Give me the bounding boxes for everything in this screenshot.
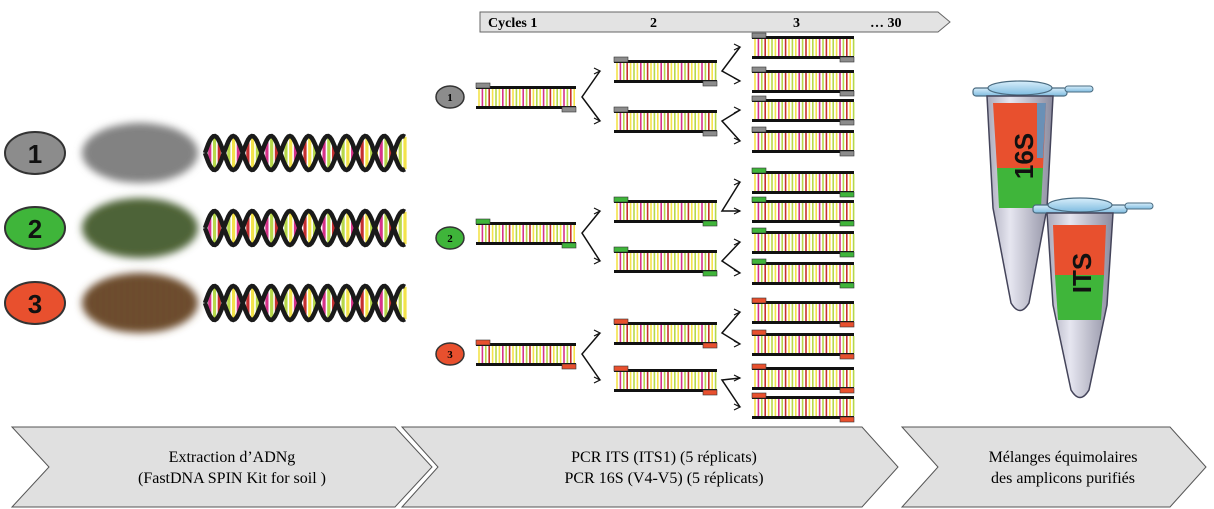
step-pool-line1: Mélanges équimolaires xyxy=(989,449,1138,466)
amplicon-strand xyxy=(751,363,855,394)
step-extraction-arrow xyxy=(10,426,433,508)
amplicon-strand xyxy=(613,56,718,87)
amplicon-strand xyxy=(751,227,855,258)
sample-3-number: 3 xyxy=(28,289,42,319)
tube-its-cap-hinge xyxy=(1124,202,1154,210)
sample-1-group: 1 xyxy=(4,123,407,183)
pcr-badge-1-number: 1 xyxy=(447,92,453,104)
soil-sample-2-image xyxy=(82,198,198,258)
tube-its-label: ITS xyxy=(1067,253,1097,293)
amplicon-strand xyxy=(751,167,855,198)
pcr-fork-arrow xyxy=(720,374,742,411)
sample-1-number: 1 xyxy=(28,139,42,169)
step-extraction-line2: (FastDNA SPIN Kit for soil ) xyxy=(138,470,326,487)
tube-its-liquid-green xyxy=(1055,275,1104,320)
amplicon-strand xyxy=(751,196,855,227)
amplicon-strand xyxy=(751,329,855,360)
step-extraction: Extraction d’ADNg (FastDNA SPIN Kit for … xyxy=(10,426,433,508)
amplicon-strand xyxy=(751,126,855,157)
soil-sample-3-image xyxy=(82,273,198,333)
dna-helix-1-icon xyxy=(202,133,407,173)
dna-helix-3-icon xyxy=(202,283,407,323)
sample-2-group: 2 xyxy=(4,198,407,258)
cycles-label-30: … 30 xyxy=(870,16,902,31)
pcr-badge-1 xyxy=(435,85,465,109)
amplicon-strand xyxy=(613,246,718,277)
tube-16s-liquid-red xyxy=(993,103,1046,168)
sample-1-badge xyxy=(4,131,66,175)
cycles-label-3: 3 xyxy=(793,16,800,31)
cycles-bar: Cycles 1 2 3 … 30 xyxy=(479,11,951,33)
sample-3-badge xyxy=(4,281,66,325)
cycles-label-1: Cycles 1 xyxy=(488,16,537,31)
pcr-fork-arrow xyxy=(720,178,742,215)
pcr-badge-2-number: 2 xyxy=(447,233,453,245)
sample-3-group: 3 xyxy=(4,273,407,333)
cycles-label-2: 2 xyxy=(650,16,657,31)
pcr-fork-arrow xyxy=(720,308,742,348)
pcr-badge-3 xyxy=(435,342,465,366)
pcr-fork-arrow xyxy=(581,329,602,384)
pcr-group-2: 2 xyxy=(435,226,465,250)
amplicon-strand xyxy=(751,95,855,126)
amplicon-strand xyxy=(613,106,718,137)
pcr-fork-arrow xyxy=(720,238,742,277)
pcr-fork-arrow xyxy=(720,43,742,85)
step-pool-line2: des amplicons purifiés xyxy=(991,470,1135,487)
step-pcr-line1: PCR ITS (ITS1) (5 réplicats) xyxy=(571,449,757,466)
amplicon-strand xyxy=(751,66,855,97)
step-pool-arrow xyxy=(900,426,1207,508)
tube-16s-cap-hinge xyxy=(1064,85,1094,93)
amplicon-strand xyxy=(751,258,855,289)
step-pcr-line2: PCR 16S (V4-V5) (5 réplicats) xyxy=(564,470,763,487)
amplicon-strand xyxy=(475,82,577,113)
soil-sample-1-image xyxy=(82,123,198,183)
pcr-badge-3-number: 3 xyxy=(447,349,453,361)
dna-helix-2-icon xyxy=(202,208,407,248)
tube-16s-label: 16S xyxy=(1009,133,1039,179)
pcr-fork-arrow xyxy=(581,67,602,125)
pcr-badge-2 xyxy=(435,226,465,250)
step-pcr: PCR ITS (ITS1) (5 réplicats) PCR 16S (V4… xyxy=(400,426,899,508)
amplicon-strand xyxy=(751,392,855,423)
tube-its-liquid-red xyxy=(1053,225,1106,275)
step-extraction-line1: Extraction d’ADNg xyxy=(169,449,296,466)
sample-2-number: 2 xyxy=(28,214,42,244)
tube-its: ITS xyxy=(1032,197,1154,399)
amplicon-strand xyxy=(751,297,855,328)
pcr-amplification-area: 1 2 3 xyxy=(435,32,855,423)
pcr-fork-arrow xyxy=(581,207,602,265)
amplicon-strand xyxy=(475,218,577,249)
tube-16s-liquid-green xyxy=(997,168,1043,208)
amplicon-strand xyxy=(475,339,577,370)
pcr-fork-arrow xyxy=(720,106,742,145)
amplicon-strand xyxy=(751,32,855,63)
step-pcr-arrow xyxy=(400,426,899,508)
amplicon-strand xyxy=(613,318,718,349)
pcr-group-3: 3 xyxy=(435,342,465,366)
tube-16s: 16S xyxy=(972,80,1094,312)
sample-2-badge xyxy=(4,206,66,250)
pcr-group-1: 1 xyxy=(435,85,465,109)
amplicon-strand xyxy=(613,365,718,396)
amplicon-strand xyxy=(613,196,718,227)
step-pool: Mélanges équimolaires des amplicons puri… xyxy=(900,426,1207,508)
